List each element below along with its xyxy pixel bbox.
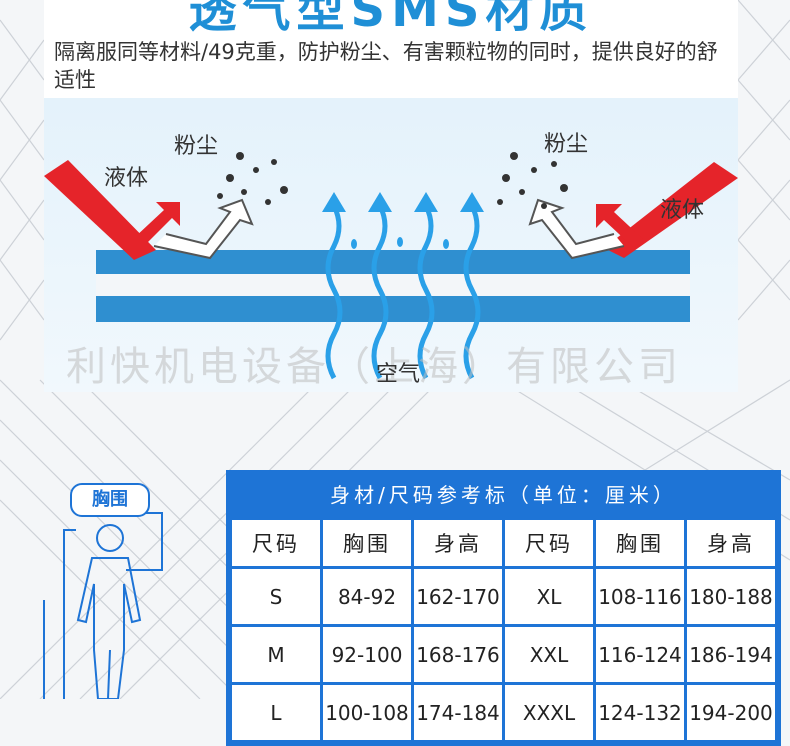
header-height: 身高 — [411, 517, 505, 569]
table-cell: XXL — [502, 624, 596, 685]
table-cell: 168-176 — [411, 624, 505, 685]
table-header-row: 尺码 胸围 身高 尺码 胸围 身高 — [229, 517, 778, 569]
table-row: M 92-100 168-176 XXL 116-124 186-194 — [229, 624, 778, 685]
dust-label-right: 粉尘 — [544, 132, 589, 157]
table-cell: 100-108 — [320, 682, 414, 743]
liquid-label-left: 液体 — [104, 166, 149, 191]
size-chart-title: 身材/尺码参考标（单位：厘米） — [229, 473, 778, 517]
table-cell: 124-132 — [593, 682, 687, 743]
table-cell: 180-188 — [684, 566, 778, 627]
header-chest: 胸围 — [320, 517, 414, 569]
table-cell: 92-100 — [320, 624, 414, 685]
reflect-arrow-right-outline — [528, 198, 625, 260]
page-title: 透气型SMS材质 — [188, 0, 594, 38]
middle-layer — [96, 274, 690, 296]
reflect-arrow-right-red — [596, 204, 644, 248]
air-flow-arrows — [325, 204, 481, 380]
table-cell: 174-184 — [411, 682, 505, 743]
table-cell: 116-124 — [593, 624, 687, 685]
inner-layer — [96, 296, 690, 322]
table-cell: L — [229, 682, 323, 743]
table-cell: XXXL — [502, 682, 596, 743]
table-cell: 108-116 — [593, 566, 687, 627]
header-size: 尺码 — [502, 517, 596, 569]
table-row: S 84-92 162-170 XL 108-116 180-188 — [229, 566, 778, 627]
liquid-label-right: 液体 — [660, 198, 705, 223]
table-cell: 194-200 — [684, 682, 778, 743]
header-size: 尺码 — [229, 517, 323, 569]
dust-particles — [217, 152, 568, 209]
size-chart: 身材/尺码参考标（单位：厘米） 尺码 胸围 身高 尺码 胸围 身高 S 84-9… — [226, 470, 781, 746]
table-cell: S — [229, 566, 323, 627]
liquid-arrow-left — [44, 160, 156, 260]
header-height: 身高 — [684, 517, 778, 569]
air-arrowheads — [322, 192, 484, 212]
size-table: 尺码 胸围 身高 尺码 胸围 身高 S 84-92 162-170 XL 108… — [229, 517, 778, 743]
body-figure-icon — [43, 512, 163, 699]
air-label: 空气 — [376, 362, 421, 387]
table-cell: XL — [502, 566, 596, 627]
table-row: L 100-108 174-184 XXXL 124-132 194-200 — [229, 682, 778, 743]
table-cell: M — [229, 624, 323, 685]
water-droplets — [351, 237, 449, 249]
dust-label-left: 粉尘 — [174, 134, 219, 159]
watermark: 利快机电设备（上海）有限公司 — [66, 344, 682, 390]
header-chest: 胸围 — [593, 517, 687, 569]
table-cell: 162-170 — [411, 566, 505, 627]
diagram-graphic — [44, 152, 738, 380]
sms-layer-diagram: 粉尘 液体 粉尘 液体 — [44, 98, 738, 392]
reflect-arrow-left-outline — [153, 198, 254, 260]
table-cell: 186-194 — [684, 624, 778, 685]
reflect-arrow-left-red — [134, 202, 180, 246]
table-cell: 84-92 — [320, 566, 414, 627]
chest-label: 胸围 — [70, 483, 150, 517]
intro-text: 隔离服同等材料/49克重，防护粉尘、有害颗粒物的同时，提供良好的舒适性 — [54, 40, 718, 92]
